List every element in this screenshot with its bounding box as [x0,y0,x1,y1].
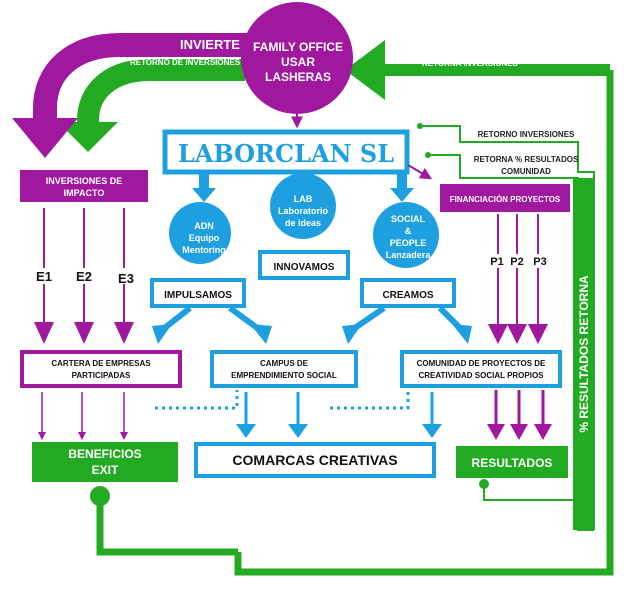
social-line2: & [405,226,412,236]
invierte-arrow [12,33,255,158]
beneficios-box: BENEFICIOS EXIT [32,442,178,482]
p2-label: P2 [510,256,523,268]
retorna-inversiones-label: RETORNA INVERSIONES [422,59,519,68]
cartera-line2: PARTICIPADAS [72,371,131,380]
impulsamos-label: IMPULSAMOS [164,290,232,301]
creamos-arrows [350,305,465,333]
comarcas-label: COMARCAS CREATIVAS [232,452,397,468]
social-line1: SOCIAL [391,214,426,224]
comarcas-box: COMARCAS CREATIVAS [194,442,436,478]
lab-circle: LAB Laboratorio de ideas [270,173,336,239]
adn-line2: Equipo [189,233,220,243]
family-office-node: FAMILY OFFICE USAR LASHERAS [241,2,353,114]
e1-label: E1 [36,269,52,284]
impulsamos-box: IMPULSAMOS [150,278,246,308]
family-office-line1: FAMILY OFFICE [253,40,343,54]
lab-line2: Laboratorio [278,206,329,216]
social-line3: PEOPLE [390,238,427,248]
impulsamos-arrows [160,305,262,333]
adn-circle: ADN Equipo Mentoring [169,202,231,264]
retorna-inversiones-arrow [90,40,614,576]
inversiones-box: INVERSIONES DE IMPACTO [20,170,148,202]
creamos-label: CREAMOS [382,290,433,301]
family-office-line2: USAR [281,55,315,69]
p1-label: P1 [490,256,503,268]
adn-line1: ADN [194,221,214,231]
creamos-box: CREAMOS [360,278,456,308]
cartera-line1: CARTERA DE EMPRESAS [51,359,151,368]
social-line4: Lanzadera [386,250,432,260]
cartera-box: CARTERA DE EMPRESAS PARTICIPADAS [20,350,182,388]
retorno-de-inversiones-label: RETORNO DE INVERSIONES [130,58,241,67]
social-circle: SOCIAL & PEOPLE Lanzadera [373,202,439,268]
p-arrows [488,214,548,344]
retorna-resultados-label-2: COMUNIDAD [501,167,551,176]
retorno-inversiones-line [417,123,595,530]
laborclan-box: LABORCLAN SL [162,129,410,175]
company-name: LABORCLAN SL [178,139,394,168]
retorno-inversiones-label: RETORNO INVERSIONES [478,130,575,139]
cartera-down-arrows [41,392,125,436]
beneficios-line2: EXIT [92,463,119,477]
adn-line3: Mentoring [182,245,226,255]
p3-label: P3 [533,256,546,268]
resultados-label: RESULTADOS [472,456,553,470]
innovamos-box: INNOVAMOS [258,250,350,280]
comunidad-line1: COMUNIDAD DE PROYECTOS DE [417,359,546,368]
financiacion-label: FINANCIACIÓN PROYECTOS [450,195,561,204]
comunidad-box: COMUNIDAD DE PROYECTOS DE CREATIVIDAD SO… [400,350,562,388]
beneficios-line1: BENEFICIOS [68,447,141,461]
comunidad-down-arrows [494,390,545,428]
retorno-de-inversiones-arrow [58,59,245,152]
e3-label: E3 [118,271,134,286]
retorna-resultados-label-1: RETORNA % RESULTADOS [474,155,579,164]
financiacion-box: FINANCIACIÓN PROYECTOS [440,184,570,212]
dotted-connectors [155,390,410,410]
inversiones-line2: IMPACTO [64,188,105,198]
resultados-retorna-label: % RESULTADOS RETORNA [577,275,591,433]
resultados-box: RESULTADOS [456,446,568,478]
inversiones-line1: INVERSIONES DE [46,176,123,186]
lab-line3: de ideas [285,218,321,228]
campus-line2: EMPRENDIMIENTO SOCIAL [231,371,337,380]
family-office-line3: LASHERAS [265,70,331,84]
lab-line1: LAB [294,194,313,204]
innovamos-label: INNOVAMOS [274,262,335,273]
campus-box: CAMPUS DE EMPRENDIMIENTO SOCIAL [210,350,358,388]
comunidad-line2: CREATIVIDAD SOCIAL PROPIOS [418,371,544,380]
resultados-retorna-bar [573,178,593,530]
e2-label: E2 [76,269,92,284]
laborclan-down-arrows [192,172,414,202]
invierte-label: INVIERTE [180,37,240,52]
campus-line1: CAMPUS DE [260,359,309,368]
campus-down-arrows [244,392,434,426]
